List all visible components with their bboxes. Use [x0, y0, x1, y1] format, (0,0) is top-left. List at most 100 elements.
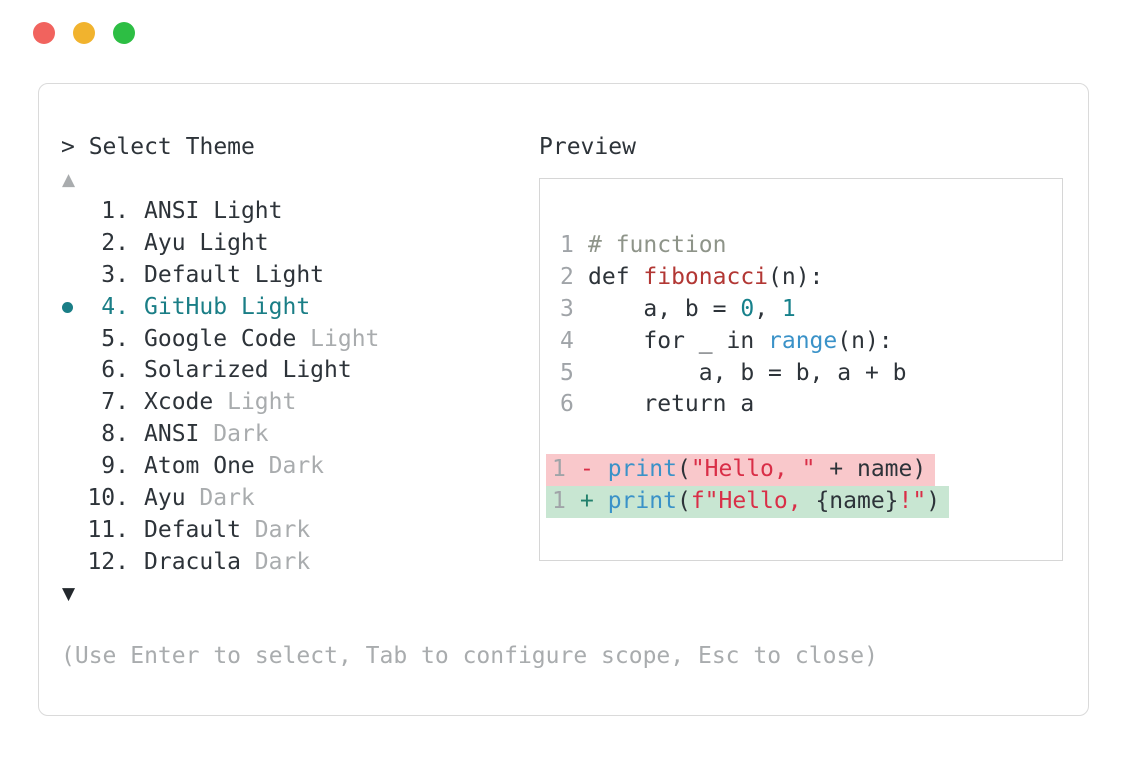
theme-label: Solarized Light: [144, 355, 352, 387]
theme-item-ansi-light[interactable]: 1. ANSI Light: [61, 196, 379, 228]
theme-number: 6.: [101, 357, 129, 384]
theme-variant: Light: [310, 325, 380, 352]
theme-item-solarized-light[interactable]: 6. Solarized Light: [61, 355, 379, 387]
theme-label: Ayu Light: [144, 228, 269, 260]
code-token: range: [768, 327, 838, 354]
theme-item-google-code-light[interactable]: 5. Google Code Light: [61, 324, 379, 356]
code-line-1: 1# function: [560, 230, 907, 262]
theme-item-ayu-light[interactable]: 2. Ayu Light: [61, 228, 379, 260]
diff-added-line: 1 + print(f"Hello, {name}!"): [546, 485, 950, 518]
bullet-cell: [61, 483, 75, 515]
bullet-cell: [61, 196, 75, 228]
code-token: f"Hello,: [690, 487, 816, 514]
theme-number: 1.: [101, 198, 129, 224]
bullet-cell: [61, 515, 75, 547]
bullet-cell: [61, 355, 75, 387]
theme-label: Default Dark: [144, 515, 310, 547]
code-token: (: [676, 456, 691, 482]
theme-variant: Light: [199, 229, 269, 256]
theme-name: Google Code: [144, 325, 311, 352]
code-token: 0: [740, 295, 755, 322]
theme-item-ansi-dark[interactable]: 8. ANSI Dark: [61, 419, 379, 451]
code-token: 1: [781, 295, 796, 322]
code-token: a, b = b, a + b: [588, 359, 907, 386]
theme-variant: Dark: [254, 516, 311, 543]
code-token: print: [607, 487, 677, 514]
theme-item-default-dark[interactable]: 11. Default Dark: [61, 515, 379, 547]
line-number: 1: [552, 456, 566, 482]
theme-item-atom-one-dark[interactable]: 9.Atom One Dark: [61, 451, 379, 483]
theme-label: ANSI Light: [144, 196, 283, 228]
theme-item-dracula-dark[interactable]: 12.Dracula Dark: [61, 547, 379, 579]
code-token: # function: [588, 232, 727, 258]
bullet-cell: [61, 387, 75, 419]
line-number: 3: [560, 295, 574, 322]
preview-label: Preview: [539, 134, 636, 160]
theme-item-github-light[interactable]: 4.GitHub Light: [61, 292, 379, 324]
theme-label: Ayu Dark: [144, 483, 255, 515]
code-token: ,: [754, 295, 782, 322]
theme-variant: Light: [254, 261, 325, 288]
code-token: fibonacci: [643, 263, 769, 290]
theme-label: ANSI Dark: [144, 419, 269, 451]
bullet-cell: [61, 260, 75, 292]
code-line-3: 3 a, b = 0, 1: [560, 294, 907, 326]
code-line-6: 6 return a: [560, 389, 907, 421]
line-number: 4: [560, 327, 574, 354]
theme-variant: Dark: [268, 453, 325, 480]
theme-name: Atom One: [144, 453, 269, 480]
window-controls: [33, 22, 135, 44]
theme-number: 8.: [101, 421, 129, 448]
theme-label: Google Code Light: [144, 324, 379, 356]
theme-label: Atom One Dark: [144, 451, 324, 483]
theme-number: 10.: [87, 485, 129, 512]
bullet-cell: [61, 419, 75, 451]
theme-variant: Light: [282, 357, 352, 384]
code-token: -: [580, 456, 608, 482]
code-line-4: 4 for _ in range(n):: [560, 326, 907, 358]
theme-number: 2.: [101, 229, 129, 256]
code-token: {name}: [815, 487, 899, 514]
theme-item-xcode-light[interactable]: 7.Xcode Light: [61, 387, 379, 419]
bullet-cell: [61, 228, 75, 260]
theme-number: 7.: [101, 389, 129, 416]
theme-name: ANSI: [144, 421, 214, 448]
code-token: a, b =: [588, 295, 741, 322]
close-button[interactable]: [33, 22, 55, 44]
theme-variant: Dark: [254, 548, 311, 575]
minimize-button[interactable]: [73, 22, 95, 44]
theme-name: Ayu: [144, 485, 200, 512]
line-number: 1: [552, 487, 566, 514]
code-token: !": [898, 487, 927, 514]
theme-name: Dracula: [144, 548, 255, 575]
theme-name: Default: [144, 261, 255, 288]
code-token: +: [580, 487, 608, 514]
diff-block: 1- print("Hello, " + name)1+ print(f"Hel…: [546, 454, 950, 518]
theme-name: GitHub: [144, 293, 241, 320]
theme-name: Default: [144, 516, 255, 543]
theme-number: 11.: [87, 516, 129, 543]
theme-item-default-light[interactable]: 3.Default Light: [61, 260, 379, 292]
bullet-cell: [61, 547, 75, 579]
theme-variant: Light: [213, 198, 283, 224]
code-token: (: [676, 487, 691, 514]
selection-dot-icon: [62, 301, 73, 313]
theme-number: 5.: [101, 325, 129, 352]
theme-name: Ayu: [144, 229, 200, 256]
bullet-cell: [61, 451, 75, 483]
scroll-down-icon[interactable]: ▼: [62, 584, 76, 604]
code-token: (n):: [768, 263, 824, 290]
maximize-button[interactable]: [113, 22, 135, 44]
code-token: def: [588, 263, 644, 290]
code-token: ): [926, 487, 941, 514]
scroll-up-icon[interactable]: ▲: [62, 170, 76, 190]
panel-title: > Select Theme: [61, 134, 255, 160]
line-number: 5: [560, 359, 574, 386]
theme-name: Xcode: [144, 389, 228, 416]
theme-name: Solarized: [144, 357, 283, 384]
theme-picker-panel: > Select Theme Preview ▲ 1. ANSI Light 2. A…: [38, 83, 1089, 716]
theme-item-ayu-dark[interactable]: 10. Ayu Dark: [61, 483, 379, 515]
